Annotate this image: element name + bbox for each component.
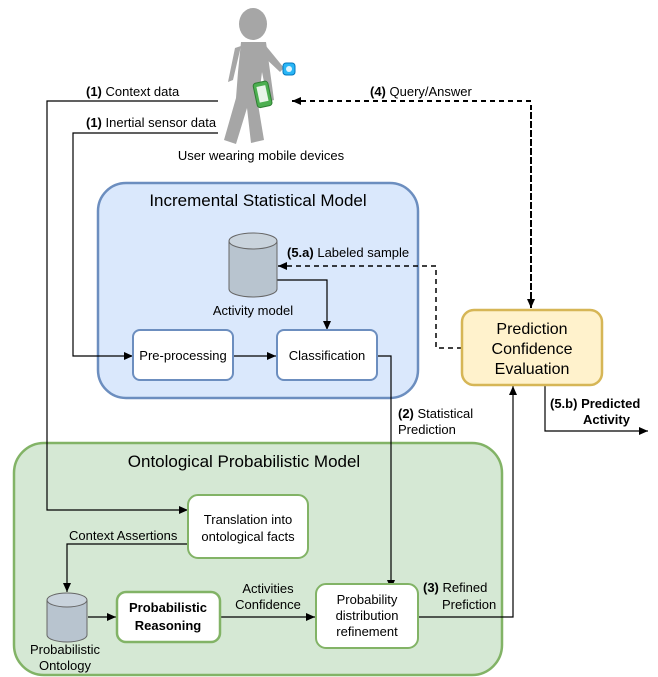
probabilistic-ontology-label-line1: Probabilistic xyxy=(30,642,101,657)
labeled-sample-label: (5.a) Labeled sample xyxy=(287,245,409,260)
activities-confidence-label-line2: Confidence xyxy=(235,597,301,612)
translation-node xyxy=(187,494,309,559)
pce-label-line1: Prediction xyxy=(496,321,567,338)
probabilistic-ontology-label-line2: Ontology xyxy=(39,658,92,673)
pce-label-line2: Confidence xyxy=(492,341,573,358)
query-answer-label: (4) Query/Answer xyxy=(370,84,473,99)
preprocessing-node xyxy=(132,329,234,381)
probabilistic-ontology-database-icon xyxy=(46,592,88,643)
inertial-sensor-data-label: (1) Inertial sensor data xyxy=(86,115,217,130)
refined-prediction-label: (3) Refined xyxy=(423,580,487,595)
probability-distribution-refinement-node xyxy=(315,583,419,649)
query-answer-arrow xyxy=(292,97,532,308)
inertial-sensor-data-arrow xyxy=(72,132,218,360)
prediction-confidence-evaluation-node xyxy=(460,308,604,387)
refined-prediction-arrow xyxy=(418,386,517,618)
context-data-label: (1) Context data xyxy=(86,84,180,99)
activities-confidence-label-line1: Activities xyxy=(242,581,294,596)
opm-title: Ontological Probabilistic Model xyxy=(128,452,360,471)
classification-label: Classification xyxy=(289,348,366,363)
refined-prediction-label-line2: Prefiction xyxy=(442,597,496,612)
ism-title: Incremental Statistical Model xyxy=(149,191,366,210)
statistical-prediction-label-line2: Prediction xyxy=(398,422,456,437)
model-to-classification-arrow xyxy=(253,279,331,330)
pdr-label-line1: Probability xyxy=(337,592,398,607)
preprocessing-label: Pre-processing xyxy=(139,348,226,363)
predicted-activity-arrow xyxy=(544,385,648,435)
predicted-activity-label: (5.b) Predicted xyxy=(550,396,640,411)
context-data-arrow xyxy=(46,100,218,514)
smartwatch-icon xyxy=(282,62,296,76)
pdr-label-line2: distribution xyxy=(336,608,399,623)
pce-label-line3: Evaluation xyxy=(495,361,570,378)
statistical-prediction-arrow xyxy=(377,355,395,589)
probabilistic-reasoning-label-line1: Probabilistic xyxy=(129,600,207,615)
translation-label-line1: Translation into xyxy=(204,512,292,527)
classification-node xyxy=(276,329,378,381)
labeled-sample-arrow xyxy=(278,262,462,349)
user-person-icon xyxy=(224,8,284,144)
translation-label-line2: ontological facts xyxy=(201,529,295,544)
activity-model-database-icon xyxy=(228,232,278,298)
context-assertions-label: Context Assertions xyxy=(69,528,178,543)
context-assertions-arrow xyxy=(63,543,188,592)
statistical-prediction-label: (2) Statistical xyxy=(398,406,473,421)
pdr-label-line3: refinement xyxy=(336,624,398,639)
predicted-activity-label-line2: Activity xyxy=(583,412,631,427)
probabilistic-reasoning-node xyxy=(115,590,222,644)
probabilistic-reasoning-label-line2: Reasoning xyxy=(135,618,202,633)
user-caption: User wearing mobile devices xyxy=(178,148,345,163)
smartphone-icon xyxy=(252,80,273,109)
activity-model-label: Activity model xyxy=(213,303,293,318)
